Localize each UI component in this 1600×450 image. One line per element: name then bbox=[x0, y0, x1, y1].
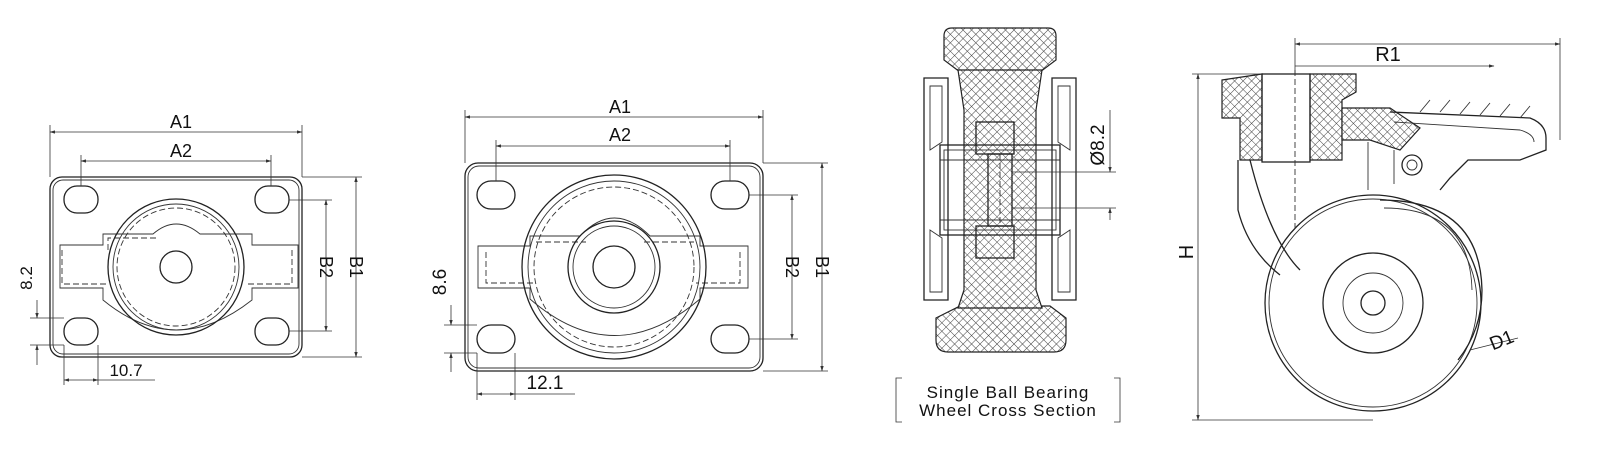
caption-line-2: Wheel Cross Section bbox=[919, 401, 1097, 420]
wheel-cross-section-view: Ø8.2 Single Ball Bearing Wheel Cross Sec… bbox=[895, 27, 1121, 423]
large-plate-b1-label: B1 bbox=[812, 256, 832, 278]
small-plate-b1-label: B1 bbox=[346, 256, 366, 278]
small-plate-a1-label: A1 bbox=[170, 112, 192, 132]
small-plate-a2-label: A2 bbox=[170, 141, 192, 161]
large-plate-hole-width: 12.1 bbox=[527, 373, 564, 394]
large-plate-b2-label: B2 bbox=[782, 256, 802, 278]
small-plate-hole-height: 8.2 bbox=[17, 266, 36, 290]
small-plate-hole-width: 10.7 bbox=[109, 361, 142, 380]
bore-diameter-label: Ø8.2 bbox=[1088, 124, 1109, 165]
small-top-plate-view: A1 A2 B1 B2 8.2 10.7 bbox=[17, 112, 366, 385]
large-plate-hole-height: 8.6 bbox=[430, 269, 451, 295]
h-label: H bbox=[1176, 245, 1198, 259]
caster-side-view: R1 H D1 bbox=[1176, 38, 1561, 421]
d1-label: D1 bbox=[1487, 327, 1517, 356]
r1-label: R1 bbox=[1375, 44, 1401, 66]
large-plate-a2-label: A2 bbox=[609, 125, 631, 145]
large-top-plate-view: A1 A2 B1 B2 8.6 12.1 bbox=[430, 97, 832, 400]
small-plate-b2-label: B2 bbox=[316, 256, 336, 278]
large-plate-a1-label: A1 bbox=[609, 97, 631, 117]
caption-line-1: Single Ball Bearing bbox=[927, 383, 1090, 402]
